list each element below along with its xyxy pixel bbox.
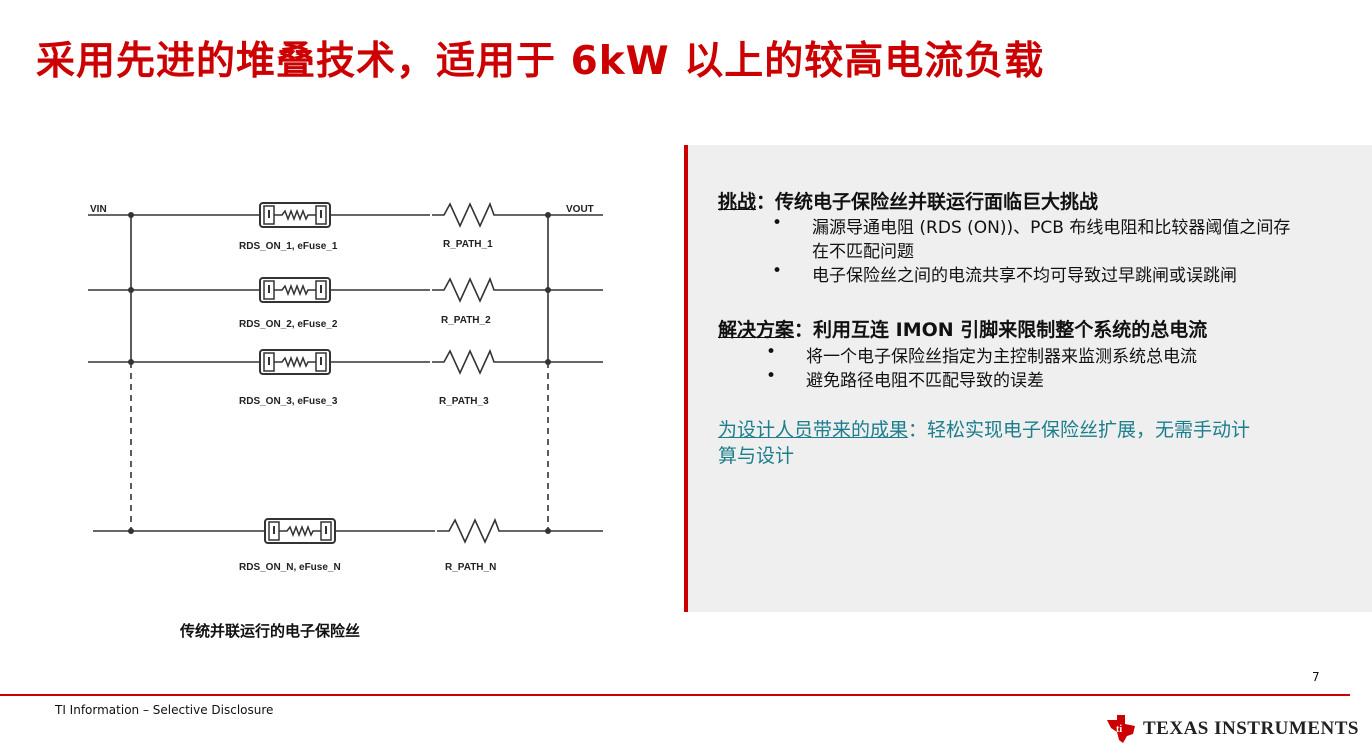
- solution-bullet: •将一个电子保险丝指定为主控制器来监测系统总电流: [766, 342, 1197, 367]
- vin-label: VIN: [90, 204, 107, 215]
- efuse-label: RDS_ON_3, eFuse_3: [239, 396, 338, 407]
- resistor-1-icon: [429, 200, 503, 230]
- ti-logo-text: TEXAS INSTRUMENTS: [1143, 718, 1359, 739]
- resistor-3-icon: [429, 347, 503, 377]
- resistor-n-icon: [434, 516, 508, 546]
- challenge-heading: 挑战：传统电子保险丝并联运行面临巨大挑战: [718, 191, 1099, 213]
- efuse-n-icon: [264, 518, 336, 544]
- efuse-1-icon: [259, 202, 331, 228]
- challenge-bullet-cont: 在不匹配问题: [812, 242, 914, 262]
- footer-divider: [0, 694, 1350, 696]
- challenge-bullet: •电子保险丝之间的电流共享不均可导致过早跳闸或误跳闸: [772, 261, 1237, 286]
- efuse-label: RDS_ON_N, eFuse_N: [239, 562, 341, 573]
- ti-state-icon: ti: [1107, 715, 1135, 743]
- page-number: 7: [1312, 670, 1320, 684]
- solution-bullet: •避免路径电阻不匹配导致的误差: [766, 366, 1044, 391]
- efuse-2-icon: [259, 277, 331, 303]
- resistor-2-icon: [429, 275, 503, 305]
- path-label: R_PATH_2: [441, 315, 491, 326]
- solution-heading: 解决方案：利用互连 IMON 引脚来限制整个系统的总电流: [718, 319, 1208, 341]
- circuit-caption: 传统并联运行的电子保险丝: [180, 622, 361, 640]
- disclosure-text: TI Information – Selective Disclosure: [55, 703, 274, 717]
- efuse-3-icon: [259, 349, 331, 375]
- path-label: R_PATH_3: [439, 396, 489, 407]
- path-label: R_PATH_1: [443, 239, 493, 250]
- vout-label: VOUT: [566, 204, 594, 215]
- efuse-label: RDS_ON_2, eFuse_2: [239, 319, 338, 330]
- challenge-bullet: •漏源导通电阻 (RDS (ON))、PCB 布线电阻和比较器阈值之间存: [772, 213, 1291, 238]
- benefit-text-cont: 算与设计: [718, 445, 795, 467]
- path-label: R_PATH_N: [445, 562, 496, 573]
- svg-text:ti: ti: [1116, 724, 1122, 735]
- benefit-text: 为设计人员带来的成果：轻松实现电子保险丝扩展，无需手动计: [718, 419, 1251, 441]
- info-panel: 挑战：传统电子保险丝并联运行面临巨大挑战 •漏源导通电阻 (RDS (ON))、…: [684, 145, 1372, 612]
- efuse-label: RDS_ON_1, eFuse_1: [239, 241, 338, 252]
- slide-title: 采用先进的堆叠技术，适用于 6kW 以上的较高电流负载: [36, 39, 1045, 84]
- parallel-efuse-circuit: VIN VOUT RDS_ON_1, eFuse_1 R_PATH_1 RDS_…: [88, 200, 603, 573]
- ti-logo: ti TEXAS INSTRUMENTS: [1105, 714, 1359, 744]
